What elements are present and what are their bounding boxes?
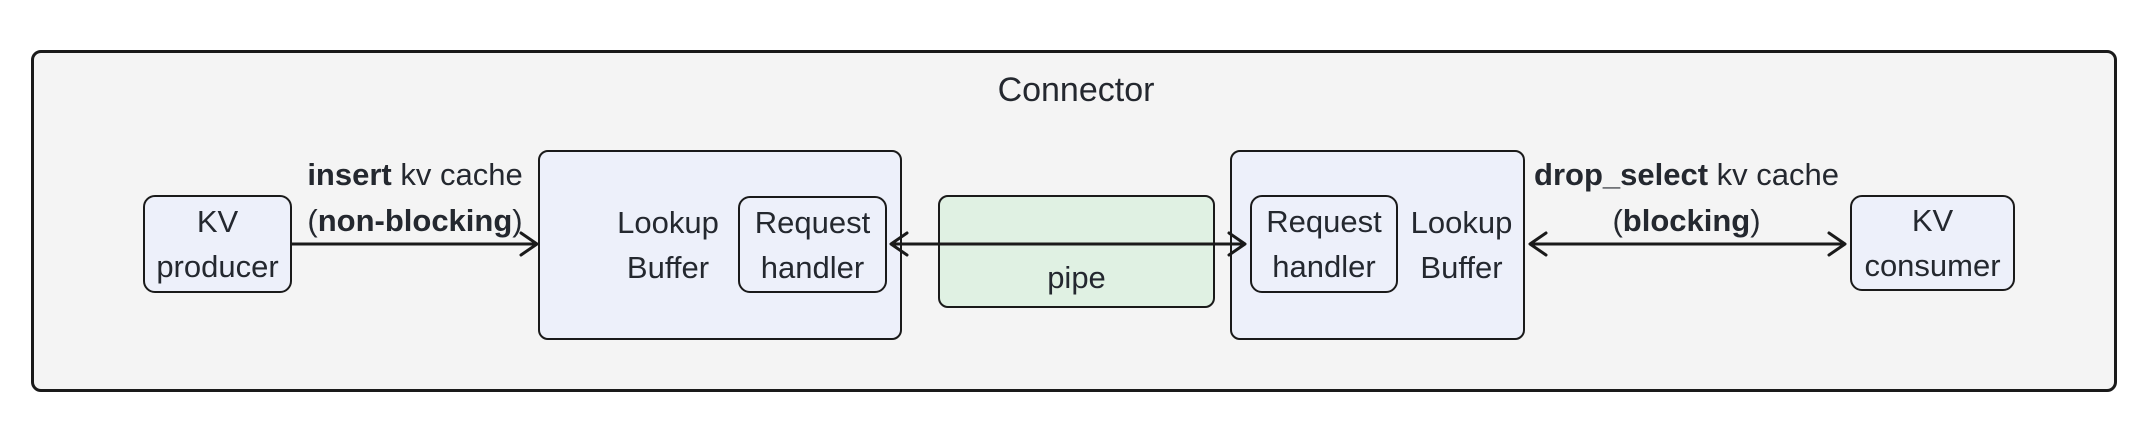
insert-edge-label-line1: insert kv cache <box>272 152 558 198</box>
double-arrow-icon <box>889 231 1247 257</box>
insert-edge-label-line2: (non-blocking) <box>272 198 558 244</box>
request-handler-right-label-line2: handler <box>1272 249 1376 284</box>
request-handler-right-label-line1: Request <box>1266 204 1382 239</box>
kv-producer-label-line2: producer <box>156 249 279 284</box>
kv-consumer-node: KV consumer <box>1850 195 2015 291</box>
double-arrow-icon <box>1528 231 1847 257</box>
paren-open: ( <box>1612 203 1623 238</box>
request-handler-left-node: Request handler <box>738 196 887 293</box>
request-handler-left-label-line2: handler <box>760 249 865 285</box>
lookup-buffer-left-label: Lookup Buffer <box>568 200 768 290</box>
pipe-arrow <box>889 230 1247 258</box>
request-handler-right-node: Request handler <box>1250 195 1398 293</box>
drop-select-arrow <box>1528 230 1847 258</box>
lookup-buffer-right-label-line1: Lookup <box>1410 205 1513 240</box>
right-arrow-icon <box>292 231 539 257</box>
insert-arrow <box>292 230 540 258</box>
kv-producer-node: KV producer <box>143 195 292 293</box>
blocking-keyword: blocking <box>1622 203 1751 238</box>
drop-select-edge-label: drop_select kv cache (blocking) <box>1508 152 1865 244</box>
kv-producer-label-line1: KV <box>196 204 239 239</box>
non-blocking-keyword: non-blocking <box>317 203 513 238</box>
request-handler-left-label-line1: Request <box>754 204 871 240</box>
insert-edge-label: insert kv cache (non-blocking) <box>272 152 558 244</box>
insert-keyword: insert <box>307 157 392 192</box>
lookup-buffer-right-label: Lookup Buffer <box>1398 200 1525 290</box>
lookup-buffer-left-label-line1: Lookup <box>617 205 719 240</box>
kv-consumer-label-line1: KV <box>1911 203 1954 238</box>
drop-select-edge-label-line2: (blocking) <box>1508 198 1865 244</box>
drop-select-edge-label-line1: drop_select kv cache <box>1508 152 1865 198</box>
paren-close: ) <box>1750 203 1761 238</box>
lookup-buffer-left-label-line2: Buffer <box>626 250 710 285</box>
drop-select-keyword: drop_select <box>1534 157 1709 192</box>
pipe-node: pipe <box>938 195 1215 308</box>
pipe-label: pipe <box>1047 260 1106 295</box>
drop-select-rest-text: kv cache <box>1708 157 1839 192</box>
paren-close: ) <box>512 203 523 238</box>
lookup-buffer-right-label-line2: Buffer <box>1420 250 1503 285</box>
paren-open: ( <box>307 203 318 238</box>
insert-rest-text: kv cache <box>391 157 523 192</box>
connector-title: Connector <box>997 71 1155 109</box>
kv-consumer-label-line2: consumer <box>1864 248 2001 283</box>
